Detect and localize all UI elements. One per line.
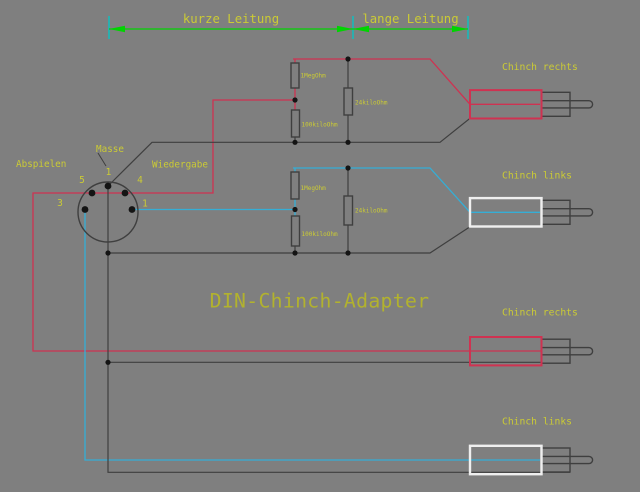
dimension-arrow-icon <box>452 25 468 33</box>
chinch-pin <box>541 455 594 465</box>
wire-cyan-long-line <box>84 210 540 461</box>
dimension-label-short: kurze Leitung <box>183 12 279 26</box>
chinch-connector-1: Chinch rechts <box>469 62 594 120</box>
resistor-label: 100kiloOhm <box>302 122 339 129</box>
chinch-label: Chinch rechts <box>502 62 578 73</box>
junction-dot <box>345 165 351 171</box>
wire-dark-upper-stubs <box>294 59 349 143</box>
junction-dot <box>105 359 111 365</box>
resistor-label: 24kiloOhm <box>355 100 388 107</box>
junction-dot <box>105 250 111 256</box>
din-connector-circle <box>77 181 139 243</box>
wire-red-right-channel <box>32 99 541 352</box>
din-pin-right <box>128 206 136 213</box>
resistor-label: 1MegOhm <box>301 73 327 80</box>
junction-dot <box>345 139 351 145</box>
chinch-barrel <box>540 338 571 364</box>
dimension-group: kurze Leitung lange Leitung <box>108 12 469 39</box>
resistor-upper-24k <box>343 87 354 116</box>
chinch-connector-4: Chinch links <box>468 417 594 476</box>
chinch-connector-3: Chinch rechts <box>469 308 594 367</box>
chinch-body-white <box>468 444 543 476</box>
chinch-body-red <box>469 336 543 367</box>
chinch-pin <box>541 100 594 109</box>
wire-dark-lower-stubs <box>294 168 349 253</box>
masse-pointer-line <box>97 152 107 167</box>
junction-dot <box>345 250 351 256</box>
junction-dot <box>345 56 351 62</box>
din-connector: Masse Abspielen Wiedergabe 1 5 4 3 1 <box>16 144 208 243</box>
page-title: DIN-Chinch-Adapter <box>210 290 430 313</box>
chinch-connector-2: Chinch links <box>468 171 594 228</box>
junction-dot <box>292 97 298 103</box>
chinch-barrel <box>540 447 571 473</box>
chinch-label: Chinch links <box>502 171 572 182</box>
resistor-upper-1meg <box>290 62 300 89</box>
wire-red-short-line <box>293 58 540 105</box>
dimension-arrow-icon <box>337 25 353 33</box>
junction-dots <box>105 56 351 365</box>
chinch-barrel <box>540 91 571 118</box>
resistor-label: 1MegOhm <box>301 185 327 192</box>
chinch-barrel <box>540 199 571 226</box>
junction-dot <box>292 206 298 213</box>
dimension-label-long: lange Leitung <box>362 12 458 26</box>
wire-ground-vertical <box>107 186 570 473</box>
resistor-lower-1meg <box>290 171 300 200</box>
din-pin-number-upper-right: 4 <box>137 175 143 186</box>
dimension-arrow-icon <box>353 25 369 33</box>
chinch-body-red <box>469 89 543 120</box>
resistor-group: 1MegOhm 100kiloOhm 24kiloOhm 1MegOhm 100… <box>290 62 388 247</box>
din-pin-left <box>81 206 89 213</box>
resistor-label: 24kiloOhm <box>355 208 388 215</box>
chinch-pin <box>541 346 594 356</box>
din-pin-upper-right <box>121 189 129 197</box>
din-label-wiedergabe: Wiedergabe <box>152 160 208 171</box>
junction-dot <box>292 139 298 145</box>
junction-dot <box>292 250 298 256</box>
resistor-label: 100kiloOhm <box>302 231 339 238</box>
chinch-pin <box>541 208 594 217</box>
wire-cyan-short-line <box>293 167 540 213</box>
din-pin-top <box>104 182 112 190</box>
resistor-lower-100k <box>290 215 301 247</box>
din-pin-number-top: 1 <box>106 167 112 178</box>
din-pin-number-upper-left: 5 <box>79 175 85 186</box>
resistor-lower-24k <box>343 195 354 226</box>
din-pin-number-left: 3 <box>57 198 63 209</box>
wire-ground-upper <box>107 117 471 187</box>
din-pin-number-right: 1 <box>142 199 148 210</box>
chinch-body-white <box>468 196 543 228</box>
din-label-masse: Masse <box>96 144 124 155</box>
chinch-label: Chinch rechts <box>502 308 578 319</box>
din-pin-upper-left <box>88 189 96 197</box>
chinch-label: Chinch links <box>502 417 572 428</box>
din-label-abspielen: Abspielen <box>16 159 66 170</box>
resistor-upper-100k <box>290 109 301 138</box>
wire-ground-lower <box>108 226 471 254</box>
dimension-arrow-icon <box>109 25 125 33</box>
